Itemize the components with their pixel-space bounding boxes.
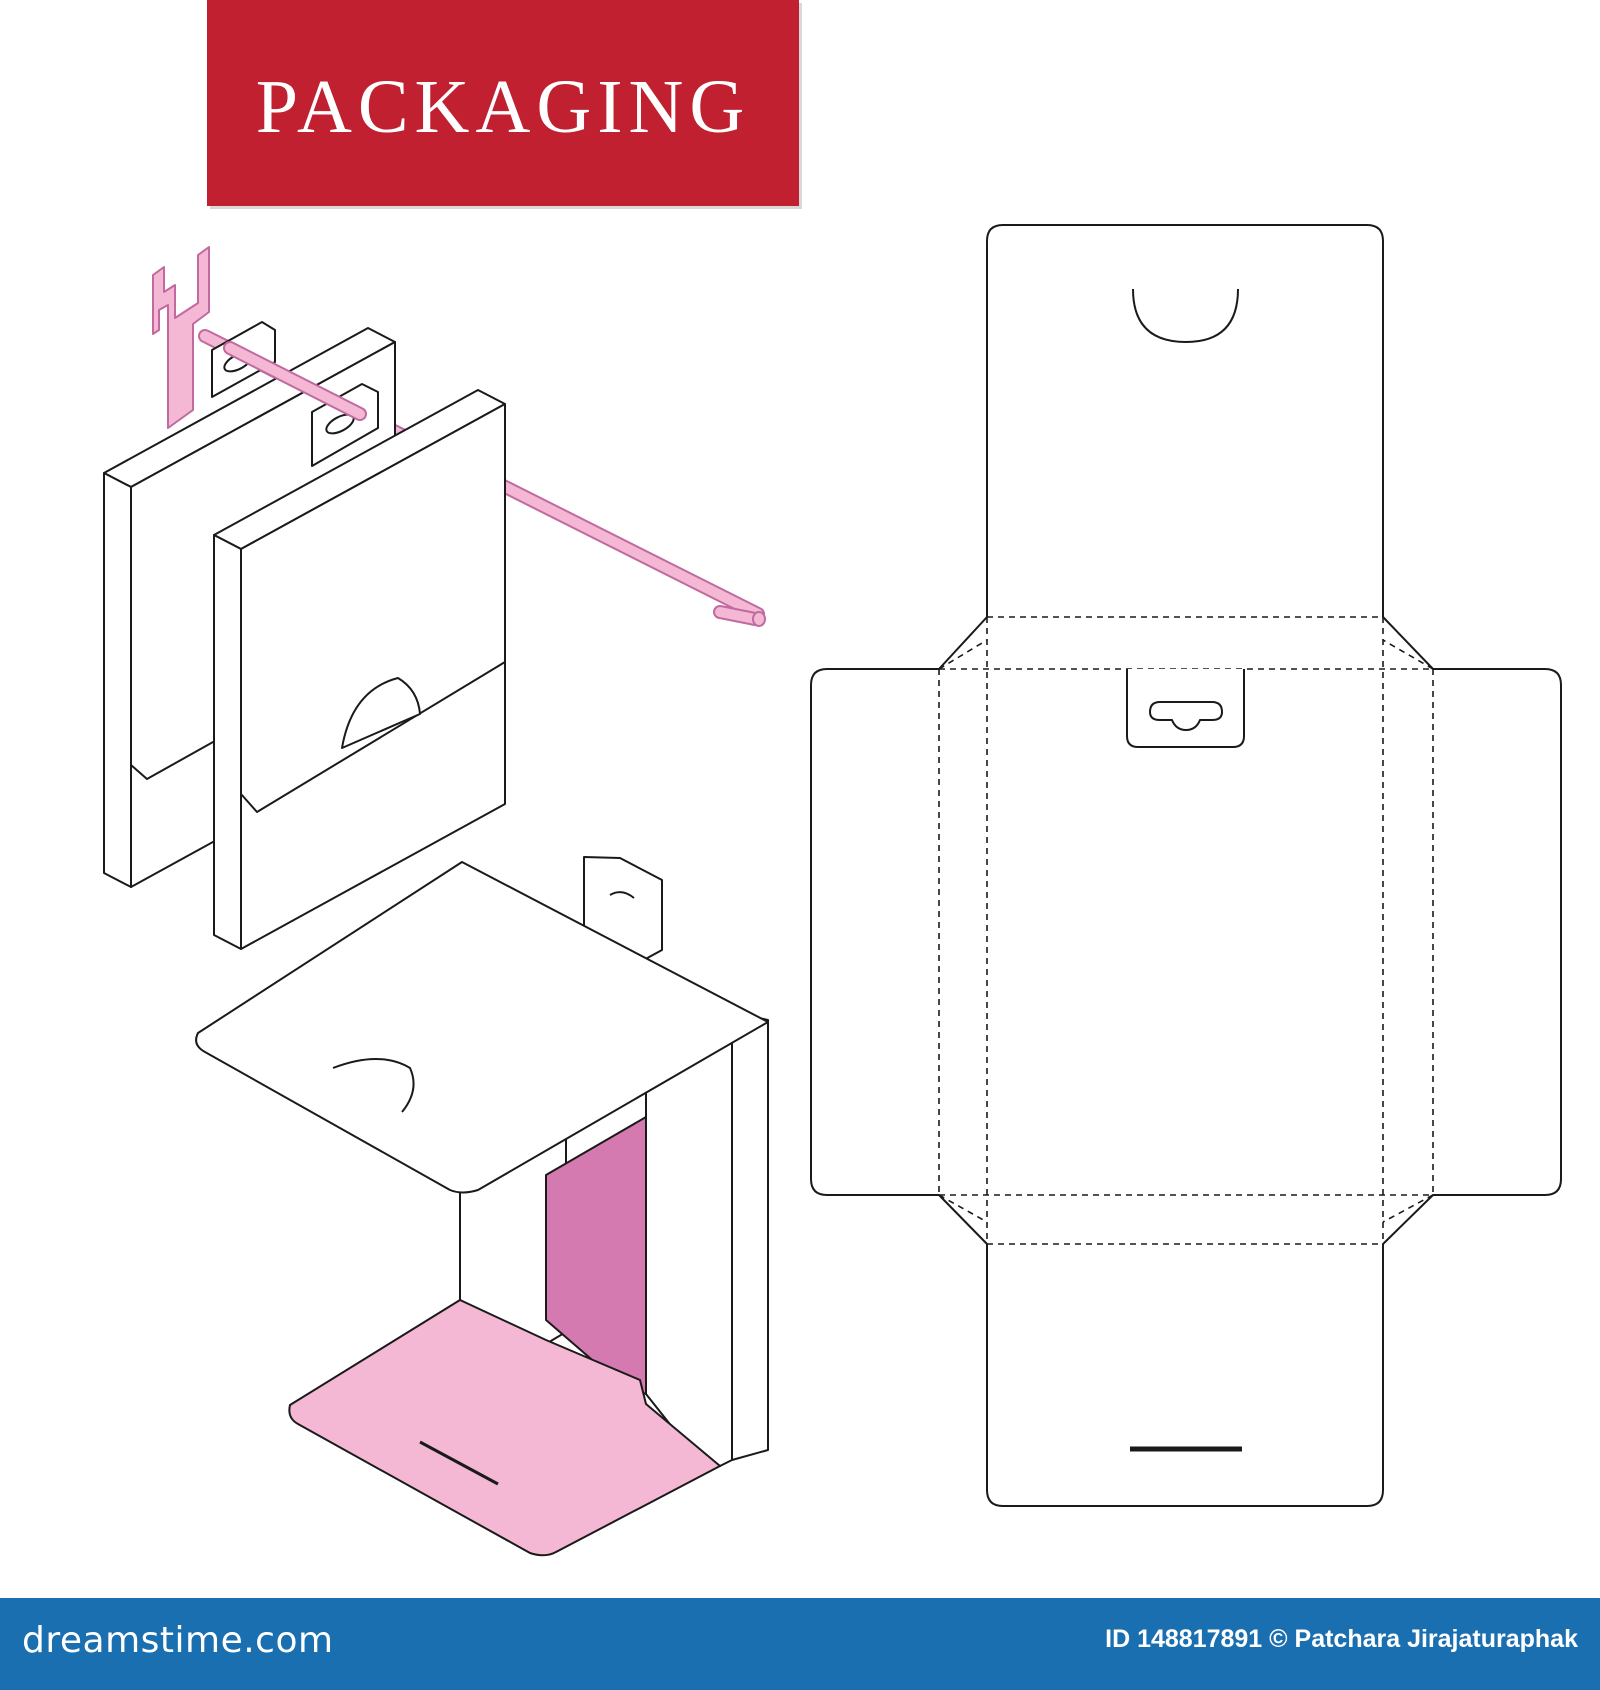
open-box <box>195 856 769 1557</box>
footer-brand: dreamstime.com <box>22 1620 334 1661</box>
footer-credit: ID 148817891 © Patchara Jirajaturaphak <box>1105 1625 1578 1653</box>
front-box <box>213 383 506 950</box>
packaging-banner: PACKAGING <box>207 0 799 206</box>
banner-title: PACKAGING <box>255 65 751 149</box>
footer-bar: dreamstime.com ID 148817891 © Patchara J… <box>0 1598 1600 1690</box>
packaging-illustration <box>103 224 1562 1557</box>
dieline <box>810 224 1562 1507</box>
